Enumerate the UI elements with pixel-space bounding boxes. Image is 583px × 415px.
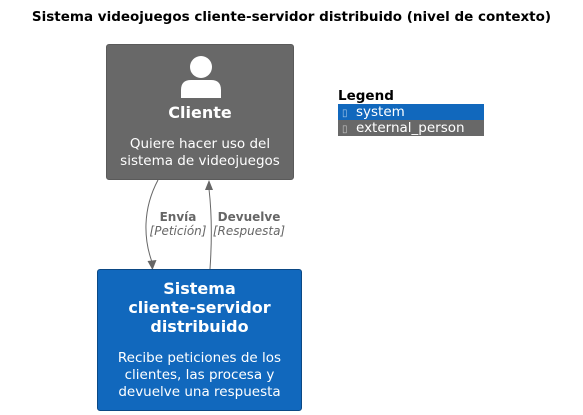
rel-label: Envía [159,210,197,224]
person-node-cliente: Cliente Quiere hacer uso del sistema de … [106,44,294,180]
arrowhead-envia [147,260,157,270]
edge-envia [145,179,159,263]
system-name: Sistema cliente-servidor distribuido [128,279,271,336]
person-icon [181,56,221,98]
person-name: Cliente [168,103,232,122]
legend-item-label: external_person [356,120,465,136]
legend-swatch-icon: ▯ [342,108,348,119]
system-description: Recibe peticiones de los clientes, las p… [117,350,282,400]
legend-title: Legend [338,88,394,104]
person-description: Quiere hacer uso del sistema de videojue… [120,136,280,169]
legend-swatch-icon: ▯ [342,124,348,135]
edge-devuelve [208,188,212,270]
system-node: Sistema cliente-servidor distribuido Rec… [97,269,302,411]
arrowhead-devuelve [205,180,213,190]
legend-item-external-person: ▯ external_person [338,120,484,136]
diagram-title: Sistema videojuegos cliente-servidor dis… [31,9,552,25]
rel-label: Devuelve [217,210,281,224]
legend-item-system: ▯ system [338,104,484,120]
relationship-label-envia: Envía [Petición] [140,210,216,238]
legend-item-label: system [356,104,405,120]
rel-technology: [Petición] [149,224,207,238]
rel-technology: [Respuesta] [212,224,286,238]
relationship-label-devuelve: Devuelve [Respuesta] [208,210,290,238]
legend: Legend ▯ system ▯ external_person [338,88,484,136]
